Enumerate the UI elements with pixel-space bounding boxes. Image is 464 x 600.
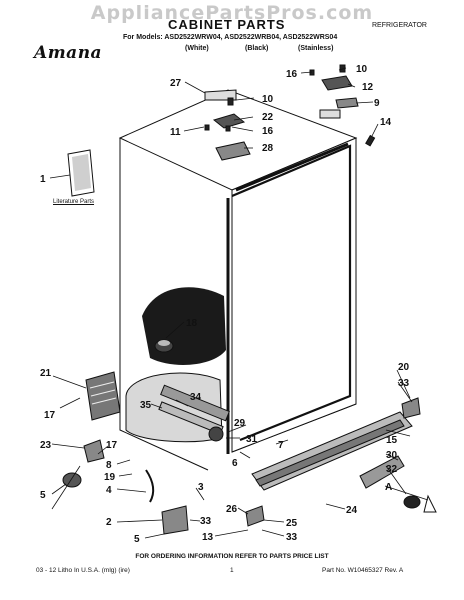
callout-labels: 1 27 10 22 16 28 11 10 16 12 9 14 18 21 …: [40, 64, 410, 545]
footer-page-number: 1: [230, 567, 234, 574]
footer-part-number: Part No. W10465327 Rev. A: [322, 567, 404, 574]
callout-22: 22: [262, 112, 274, 123]
site-watermark: AppliancePartsPros.com: [90, 2, 374, 24]
literature-booklet: [67, 149, 95, 197]
callout-19: 19: [104, 472, 116, 483]
callout-11: 11: [170, 127, 181, 138]
callout-2: 2: [106, 517, 112, 528]
lower-brackets: [62, 397, 421, 535]
callout-33c: 33: [286, 532, 298, 543]
literature-parts-caption: Literature Parts: [53, 199, 95, 205]
callout-10b: 10: [356, 64, 368, 75]
rear-cutaway: [142, 287, 226, 365]
callout-28: 28: [262, 143, 274, 154]
callout-17: 17: [44, 410, 56, 421]
finish-stainless-label: (Stainless): [298, 45, 334, 52]
callout-27: 27: [170, 78, 182, 89]
callout-A: A: [385, 482, 392, 493]
callout-8: 8: [106, 460, 112, 471]
callout-leader-lines: [49, 67, 429, 539]
callout-24: 24: [346, 505, 358, 516]
callout-17b: 17: [106, 440, 118, 451]
callout-30: 30: [386, 450, 398, 461]
roller-part: [359, 455, 437, 513]
callout-26: 26: [226, 504, 238, 515]
ordering-note: FOR ORDERING INFORMATION REFER TO PARTS …: [135, 553, 329, 560]
callout-34: 34: [190, 392, 202, 403]
callout-6: 6: [232, 458, 238, 469]
toe-grille-part: [251, 411, 413, 491]
callout-32: 32: [386, 464, 398, 475]
finish-black-label: (Black): [245, 45, 269, 52]
callout-5: 5: [40, 490, 46, 501]
callout-33b: 33: [200, 516, 212, 527]
callout-14: 14: [380, 117, 392, 128]
brand-logo: Amana: [34, 43, 103, 63]
callout-9: 9: [374, 98, 380, 109]
models-line: For Models: ASD2522WRW04, ASD2522WRB04, …: [123, 34, 338, 41]
callout-15: 15: [386, 435, 398, 446]
callout-33: 33: [398, 378, 410, 389]
callout-16: 16: [262, 126, 274, 137]
top-hinge-assembly: [204, 64, 376, 161]
callout-23: 23: [40, 440, 52, 451]
callout-35: 35: [140, 400, 152, 411]
page-title: CABINET PARTS: [168, 17, 286, 32]
callout-7: 7: [278, 440, 284, 451]
callout-31: 31: [246, 434, 258, 445]
finish-white-label: (White): [185, 45, 209, 52]
callout-10: 10: [262, 94, 274, 105]
footer-litho: 03 - 12 Litho In U.S.A. (mlg) (ire): [36, 567, 130, 574]
grommet-part: [154, 339, 174, 353]
heater-tube-part: [158, 384, 230, 442]
callout-4: 4: [106, 485, 112, 496]
callout-5b: 5: [134, 534, 140, 545]
callout-1: 1: [40, 174, 46, 185]
callout-3: 3: [198, 482, 204, 493]
side-bracket-part: [85, 371, 121, 421]
callout-13: 13: [202, 532, 214, 543]
cabinet-outline: [118, 89, 358, 471]
callout-18: 18: [186, 318, 198, 329]
callout-20: 20: [398, 362, 410, 373]
callout-16b: 16: [286, 69, 298, 80]
callout-21: 21: [40, 368, 52, 379]
category-label: REFRIGERATOR: [372, 22, 427, 29]
callout-25: 25: [286, 518, 298, 529]
callout-29: 29: [234, 418, 246, 429]
callout-12: 12: [362, 82, 374, 93]
